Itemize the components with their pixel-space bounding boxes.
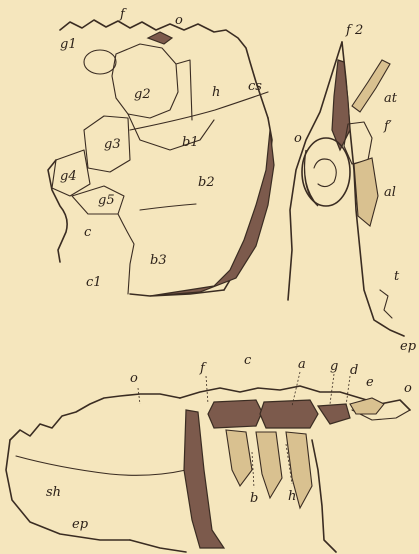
fig1-label-h: h — [212, 85, 220, 100]
fig3-outline-left — [6, 440, 130, 540]
fig3-chamber-right — [260, 400, 318, 428]
fig2-label-fprime: f′ — [383, 119, 392, 134]
fig1-g2-bone — [112, 44, 178, 118]
fig3-label-a: a — [298, 357, 306, 372]
figure-3 — [6, 386, 410, 552]
fig1-c-inner — [118, 214, 134, 294]
fig1-label-g4: g4 — [60, 169, 77, 184]
fig1-label-g3: g3 — [104, 137, 121, 152]
fig1-label-o: o — [175, 13, 183, 28]
fig1-label-b2: b2 — [198, 175, 215, 190]
fig1-b3-edge — [140, 204, 196, 210]
fig1-notch-shade — [148, 32, 172, 44]
fig1-b1-bone — [128, 114, 214, 150]
fig1-shaded-strip — [150, 130, 274, 296]
fig3-left-column — [184, 410, 224, 548]
fig3-label-h: h — [288, 489, 296, 504]
fig3-chamber-far — [318, 404, 350, 424]
fig3-leader-o-left — [138, 388, 140, 404]
fig1-label-g1: g1 — [60, 37, 77, 52]
fig3-label-o-left: o — [130, 371, 138, 386]
fig3-label-ep: ep — [72, 517, 89, 532]
fig3-e-ossicle — [350, 398, 384, 414]
fig2-inner-curl — [314, 159, 336, 187]
fig1-label-cs: cs — [248, 79, 262, 94]
fig3-label-f: f — [199, 361, 207, 376]
fig2-label-ep: ep — [400, 339, 417, 354]
fig1-label-b1: b1 — [182, 135, 199, 150]
fig3-label-sh: sh — [46, 485, 61, 500]
fig3-label-c: c — [244, 353, 252, 368]
fig2-label-f2: f 2 — [345, 23, 363, 38]
fig3-label-e: e — [366, 375, 374, 390]
fig3-right-column — [312, 440, 336, 552]
fig1-label-g2: g2 — [134, 87, 151, 102]
fig3-leader-d — [346, 376, 350, 406]
fig2-label-o: o — [294, 131, 302, 146]
fig1-label-c: c — [84, 225, 92, 240]
fig2-left-outline — [288, 42, 342, 300]
fig3-chamber-left — [208, 400, 262, 428]
fig1-cs-line — [130, 92, 268, 130]
fig2-label-t: t — [394, 269, 400, 284]
fig3-label-o-right: o — [404, 381, 412, 396]
fig2-al-bone — [354, 158, 378, 226]
fig3-label-d: d — [350, 363, 358, 378]
fig2-upper-shade — [332, 60, 350, 150]
fig1-label-f: f — [119, 7, 127, 22]
fig3-teeth-b — [226, 430, 252, 486]
fig1-g1-bone — [84, 50, 116, 74]
fig2-oval-shade — [305, 150, 319, 206]
fig3-label-b: b — [250, 491, 258, 506]
fig3-teeth-mid — [256, 432, 282, 498]
fig3-leader-g — [330, 374, 334, 404]
fig1-label-g5: g5 — [98, 193, 115, 208]
fig2-label-at: at — [384, 91, 398, 106]
fig1-label-c1: c1 — [86, 275, 102, 290]
fig3-label-g: g — [330, 359, 338, 374]
fig3-sh-curve — [16, 456, 186, 475]
fig3-ep-bottom — [130, 540, 186, 552]
fig2-oval-o — [302, 138, 350, 206]
fig2-label-al: al — [384, 185, 396, 200]
fig2-t-bump — [380, 290, 392, 318]
fig3-outline-top — [10, 394, 180, 440]
fig1-label-b3: b3 — [150, 253, 167, 268]
